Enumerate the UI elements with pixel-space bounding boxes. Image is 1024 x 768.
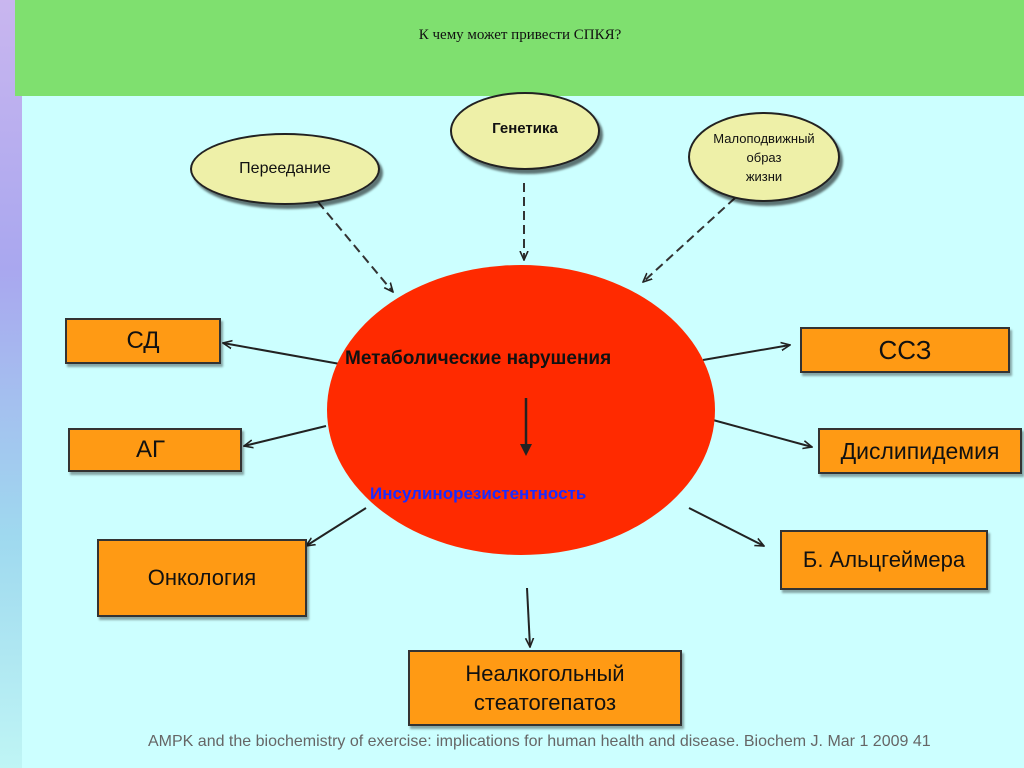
arrow-overeating — [317, 201, 393, 292]
arrow-sd — [223, 343, 341, 365]
outcome-sd: СД — [65, 318, 221, 364]
outcome-ssz: ССЗ — [800, 327, 1010, 373]
outcome-nafld-line1: Неалкогольный — [465, 661, 625, 686]
outcome-dyslipidemia: Дислипидемия — [818, 428, 1022, 474]
arrow-sedentary — [643, 197, 736, 282]
inner-down-arrow — [520, 398, 532, 456]
outcome-nafld: Неалкогольный стеатогепатоз — [408, 650, 682, 726]
metabolic-circle — [327, 265, 715, 555]
outcome-sd-label: СД — [126, 327, 160, 354]
outcome-dyslipidemia-label: Дислипидемия — [840, 437, 1000, 464]
arrow-dyslipidemia — [712, 419, 812, 447]
sedentary-label-line3: жизни — [745, 168, 783, 184]
slide-title: К чему может привести СПКЯ? — [418, 27, 622, 43]
overeating-label: Переедание — [239, 160, 331, 177]
arrow-alzheimer — [688, 507, 764, 547]
sedentary-oval: Малоподвижный образ жизни — [688, 112, 840, 202]
outcome-alzheimer: Б. Альцгеймера — [780, 530, 988, 590]
outcome-alzheimer-label: Б. Альцгеймера — [802, 547, 966, 572]
arrow-ssz — [702, 345, 790, 361]
genetics-label: Генетика — [492, 120, 558, 137]
outcome-ag: АГ — [68, 428, 242, 472]
outcome-ssz-label: ССЗ — [878, 334, 932, 365]
overeating-oval: Переедание — [190, 133, 380, 205]
arrow-ag — [244, 425, 327, 446]
arrow-nafld — [527, 587, 530, 647]
title-bar — [15, 0, 1024, 96]
outcome-ag-label: АГ — [136, 436, 166, 463]
sedentary-label-line1: Малоподвижный — [713, 130, 815, 146]
citation-footer: AMPK and the biochemistry of exercise: i… — [148, 733, 931, 750]
outcome-nafld-line2: стеатогепатоз — [473, 690, 617, 715]
metabolic-disorders-label: Метаболические нарушения — [345, 348, 612, 369]
arrow-oncology — [306, 507, 367, 546]
outcome-oncology: Онкология — [97, 539, 307, 617]
left-decor-strip — [0, 0, 22, 768]
outcome-oncology-label: Онкология — [147, 565, 257, 590]
genetics-oval: Генетика — [450, 92, 600, 170]
insulin-resistance-label: Инсулинорезистентность — [370, 484, 587, 503]
sedentary-label-line2: образ — [746, 149, 782, 165]
